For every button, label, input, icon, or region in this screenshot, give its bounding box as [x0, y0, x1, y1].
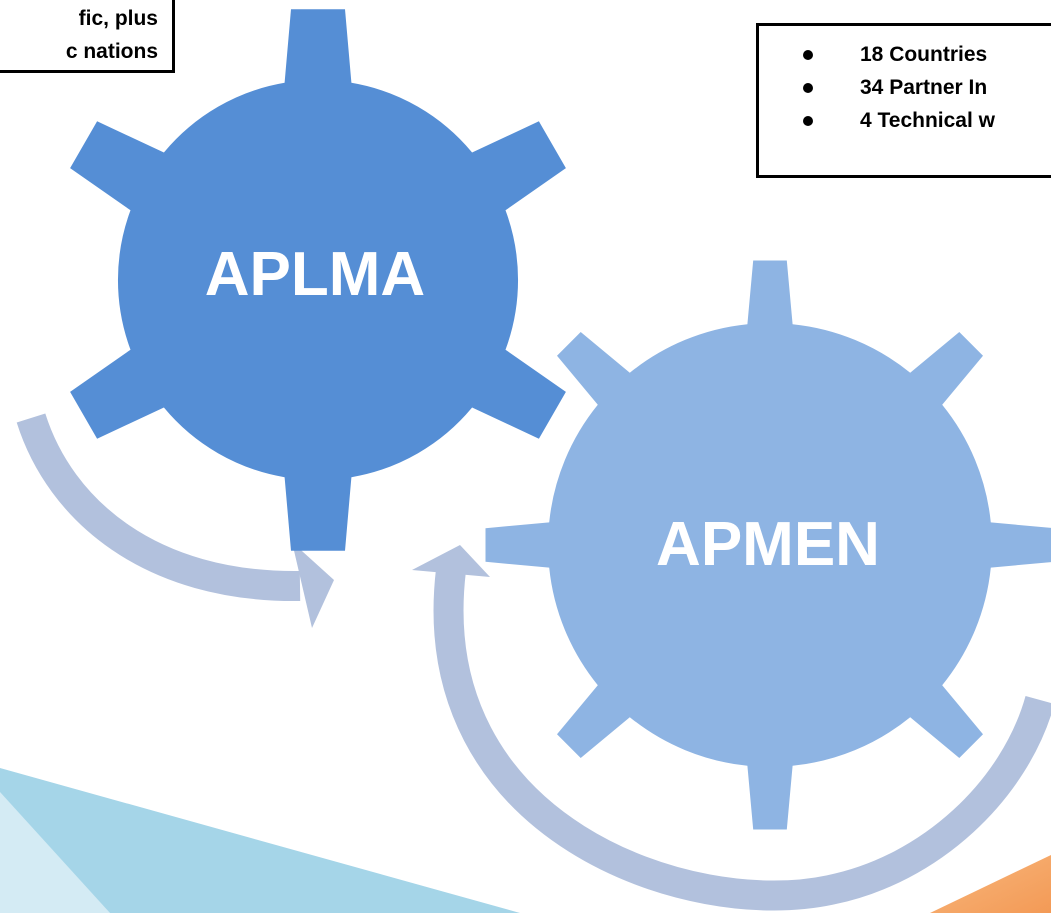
left-callout-line-1: fic, plus: [78, 7, 158, 30]
bullet-text: 4 Technical w: [860, 109, 995, 132]
bullet-icon: [803, 115, 813, 126]
bullet-text: 18 Countries: [860, 43, 988, 66]
bullet-icon: [803, 82, 813, 93]
apmen-gear: [485, 260, 1051, 830]
left-callout-box: fic, plus c nations: [0, 0, 175, 73]
left-curved-arrow: [16, 413, 301, 602]
bullet-icon: [803, 49, 813, 60]
aplma-label: APLMA: [205, 240, 425, 309]
background-teal-band: [0, 768, 520, 913]
aplma-gear: [70, 9, 566, 551]
bottom-arrowhead: [412, 545, 490, 577]
apmen-label: APMEN: [656, 510, 880, 579]
bottom-curved-arrow: [433, 568, 1051, 911]
right-callout-box: 18 Countries 34 Partner In 4 Technical w: [756, 23, 1051, 178]
bullet-item: 34 Partner In: [803, 71, 1051, 104]
bullet-item: 18 Countries: [803, 38, 1051, 71]
background-orange-band: [930, 855, 1051, 913]
bullet-item: 4 Technical w: [803, 104, 1051, 137]
left-arrowhead: [292, 542, 334, 628]
bullet-text: 34 Partner In: [860, 76, 988, 99]
left-callout-line-2: c nations: [65, 40, 158, 63]
